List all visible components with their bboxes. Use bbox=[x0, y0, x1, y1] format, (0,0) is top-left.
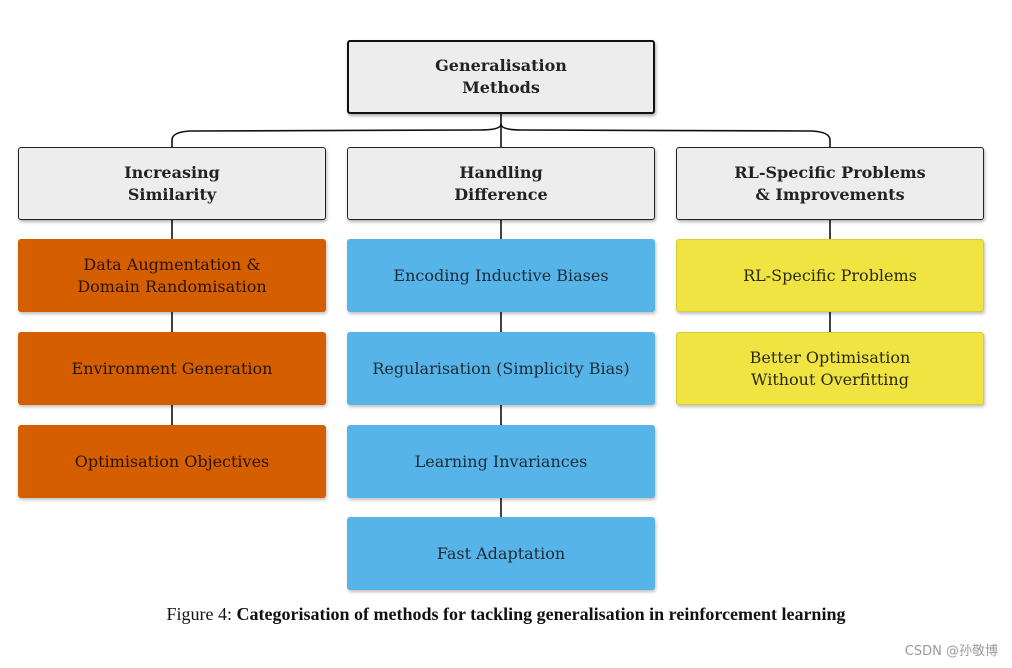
category-increasing-similarity: Increasing Similarity bbox=[18, 147, 326, 220]
method-label: Fast Adaptation bbox=[436, 543, 566, 563]
brace-connector bbox=[171, 114, 502, 147]
method-label: Better Optimisation Without Overfitting bbox=[749, 347, 911, 389]
method-label: Regularisation (Simplicity Bias) bbox=[372, 358, 630, 378]
method-node: Optimisation Objectives bbox=[18, 425, 326, 498]
method-node: Learning Invariances bbox=[347, 425, 655, 498]
method-node: Regularisation (Simplicity Bias) bbox=[347, 332, 655, 405]
method-node: RL-Specific Problems bbox=[676, 239, 984, 312]
method-label: RL-Specific Problems bbox=[743, 265, 917, 285]
method-node: Better Optimisation Without Overfitting bbox=[676, 332, 984, 405]
category-handling-difference: Handling Difference bbox=[347, 147, 655, 220]
caption-prefix: Figure 4: bbox=[166, 604, 233, 624]
root-label: Generalisation Methods bbox=[435, 56, 567, 97]
figure-caption: Figure 4: Categorisation of methods for … bbox=[0, 604, 1012, 625]
category-label: Increasing Similarity bbox=[124, 162, 220, 204]
method-label: Data Augmentation & Domain Randomisation bbox=[77, 254, 267, 296]
watermark: CSDN @孙敬博 bbox=[904, 644, 998, 659]
method-label: Environment Generation bbox=[71, 358, 273, 378]
method-node: Fast Adaptation bbox=[347, 517, 655, 590]
method-label: Encoding Inductive Biases bbox=[393, 265, 609, 285]
category-label: Handling Difference bbox=[454, 162, 548, 204]
method-node: Data Augmentation & Domain Randomisation bbox=[18, 239, 326, 312]
method-label: Learning Invariances bbox=[414, 451, 588, 471]
method-label: Optimisation Objectives bbox=[74, 451, 270, 471]
root-node: Generalisation Methods bbox=[347, 40, 655, 114]
caption-title: Categorisation of methods for tackling g… bbox=[236, 604, 846, 624]
method-node: Encoding Inductive Biases bbox=[347, 239, 655, 312]
category-label: RL-Specific Problems & Improvements bbox=[734, 162, 926, 204]
method-node: Environment Generation bbox=[18, 332, 326, 405]
category-rl-specific: RL-Specific Problems & Improvements bbox=[676, 147, 984, 220]
brace-connector bbox=[500, 123, 831, 147]
